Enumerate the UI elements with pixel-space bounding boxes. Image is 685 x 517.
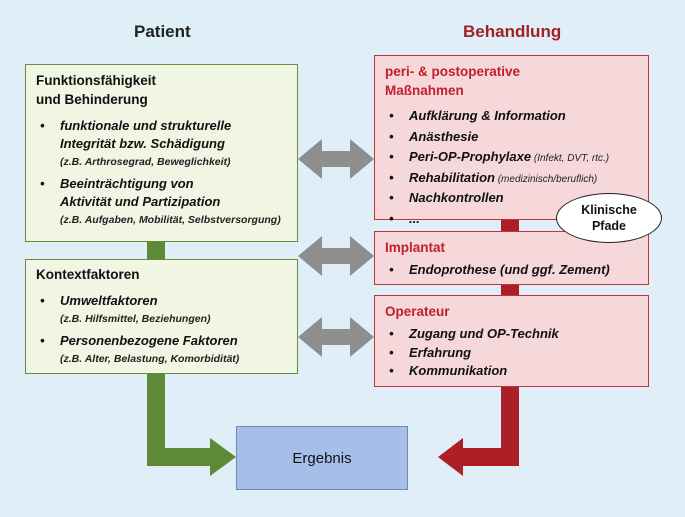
list-item: • Umweltfaktoren (z.B. Hilfsmittel, Bezi…	[40, 293, 211, 325]
periop-list: •Aufklärung & Information •Anästhesie •P…	[385, 107, 638, 230]
list-item: •Aufklärung & Information	[389, 108, 566, 123]
list-item: •Nachkontrollen	[389, 190, 504, 205]
list-item: •Endoprothese (und ggf. Zement)	[389, 262, 610, 277]
klinische-pfade-line1: Klinische	[581, 203, 637, 217]
list-item: •Peri-OP-Prophylaxe (Infekt, DVT, rtc.)	[389, 149, 610, 164]
klinische-pfade-line2: Pfade	[591, 219, 627, 233]
list-item: •Kommunikation	[389, 363, 508, 378]
periop-title: peri- & postoperative Maßnahmen	[385, 64, 521, 98]
implantat-title: Implantat	[385, 240, 446, 255]
list-item: • funktionale und strukturelle Integritä…	[40, 118, 232, 168]
list-item: • Personenbezogene Faktoren (z.B. Alter,…	[40, 333, 240, 365]
red-connector-2	[501, 284, 519, 296]
operateur-title: Operateur	[385, 304, 450, 319]
funktion-box: Funktionsfähigkeit und Behinderung • fun…	[25, 64, 298, 242]
list-item: • Beeinträchtigung von Aktivität und Par…	[40, 176, 281, 226]
green-connector-top	[147, 241, 165, 261]
list-item: •Erfahrung	[389, 344, 472, 360]
green-arrow-to-ergebnis	[147, 373, 236, 476]
implantat-box: Implantat •Endoprothese (und ggf. Zement…	[374, 231, 649, 285]
operateur-box: Operateur •Zugang und OP-Technik •Erfahr…	[374, 295, 649, 387]
gray-double-arrow-3	[298, 317, 374, 357]
ergebnis-label: Ergebnis	[292, 449, 352, 467]
kontext-box: Kontextfaktoren • Umweltfaktoren (z.B. H…	[25, 259, 298, 374]
kontext-list: • Umweltfaktoren (z.B. Hilfsmittel, Bezi…	[36, 292, 287, 366]
implantat-list: •Endoprothese (und ggf. Zement)	[385, 261, 638, 280]
behandlung-column-title: Behandlung	[463, 22, 562, 41]
ergebnis-box: Ergebnis	[236, 426, 408, 490]
list-item: •...	[389, 210, 420, 226]
list-item: •Rehabilitation (medizinisch/beruflich)	[389, 169, 598, 185]
gray-double-arrow-2	[298, 236, 374, 276]
klinische-pfade-ellipse: Klinische Pfade	[556, 193, 662, 243]
red-arrow-to-ergebnis	[438, 386, 519, 476]
patient-column-title: Patient	[134, 22, 191, 41]
gray-double-arrow-1	[298, 139, 374, 179]
funktion-list: • funktionale und strukturelle Integritä…	[36, 117, 287, 227]
list-item: •Anästhesie	[389, 128, 479, 144]
kontext-title: Kontextfaktoren	[36, 267, 140, 282]
red-connector-1	[501, 218, 519, 232]
list-item: •Zugang und OP-Technik	[389, 326, 559, 341]
funktion-title: Funktionsfähigkeit und Behinderung	[36, 73, 157, 107]
operateur-list: •Zugang und OP-Technik •Erfahrung •Kommu…	[385, 325, 638, 381]
